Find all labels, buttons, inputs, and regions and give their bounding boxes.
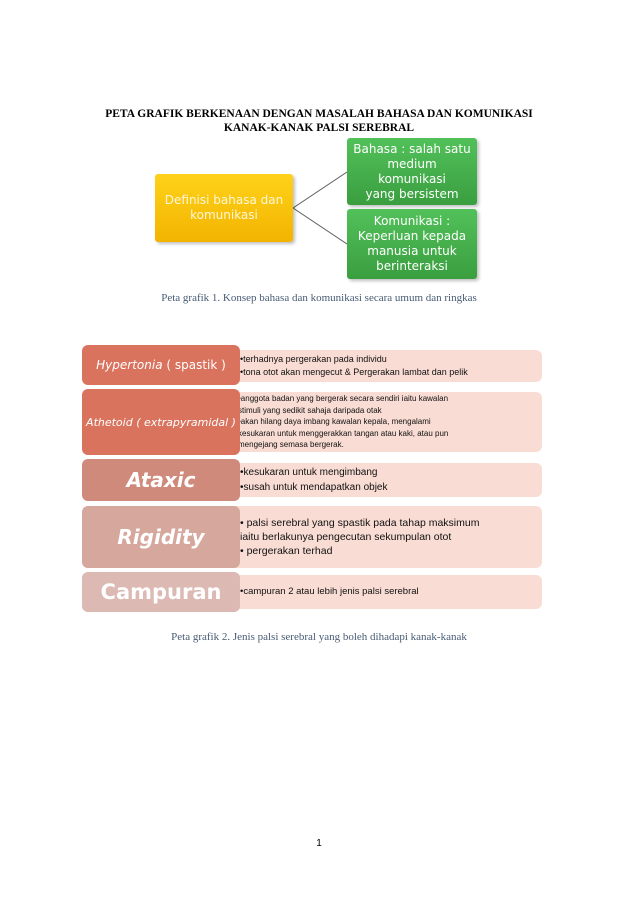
desc-item: •campuran 2 atau lebih jenis palsi sereb… — [240, 586, 419, 597]
row-athetoid: Athetoid ( extrapyramidal ) •anggota bad… — [82, 389, 542, 455]
desc-item: mengejang semasa bergerak. — [238, 440, 344, 450]
row-label: Campuran — [82, 572, 240, 612]
label-rest: ( spastik ) — [162, 358, 226, 372]
label-italic: Rigidity — [117, 525, 205, 549]
desc-item: •akan hilang daya imbang kawalan kepala,… — [238, 417, 431, 427]
desc-item: • pergerakan terhad — [240, 545, 333, 557]
root-line: komunikasi — [190, 208, 258, 222]
row-description: • palsi serebral yang spastik pada tahap… — [230, 506, 542, 568]
title-line-2: KANAK-KANAK PALSI SEREBRAL — [223, 122, 415, 134]
row-description: •campuran 2 atau lebih jenis palsi sereb… — [230, 575, 542, 609]
row-label: Ataxic — [82, 459, 240, 501]
figure2-caption: Peta grafik 2. Jenis palsi serebral yang… — [171, 631, 467, 643]
page-number: 1 — [316, 838, 322, 849]
row-label: Athetoid ( extrapyramidal ) — [82, 389, 240, 455]
row-ataxic: Ataxic •kesukaran untuk mengimbang •susa… — [82, 459, 542, 501]
row-description: •terhadnya pergerakan pada individu •ton… — [230, 350, 542, 382]
branch-box-bahasa: Bahasa : salah satu medium komunikasi ya… — [347, 138, 477, 205]
desc-item: iaitu berlakunya pengecutan sekumpulan o… — [240, 531, 452, 543]
root-box-definisi: Definisi bahasa dan komunikasi — [155, 174, 293, 242]
figure1-caption: Peta grafik 1. Konsep bahasa dan komunik… — [161, 292, 477, 304]
document-title: PETA GRAFIK BERKENAAN DENGAN MASALAH BAH… — [80, 107, 558, 135]
desc-item: •kesukaran untuk mengimbang — [240, 467, 378, 478]
label-italic: Athetoid ( extrapyramidal ) — [86, 415, 236, 429]
branch1-line: medium komunikasi — [378, 156, 446, 186]
branch2-line: Komunikasi : — [373, 214, 451, 228]
title-line-1: PETA GRAFIK BERKENAAN DENGAN MASALAH BAH… — [105, 108, 533, 120]
connector-bottom — [292, 207, 348, 245]
label-italic: Ataxic — [126, 468, 196, 492]
row-label: Hypertonia ( spastik ) — [82, 345, 240, 385]
desc-item: •tona otot akan mengecut & Pergerakan la… — [240, 367, 468, 377]
branch2-line: berinteraksi — [376, 259, 448, 273]
label-italic: Hypertonia — [96, 358, 163, 372]
desc-item: • palsi serebral yang spastik pada tahap… — [240, 517, 480, 529]
branch-box-komunikasi: Komunikasi : Keperluan kepada manusia un… — [347, 209, 477, 279]
row-description: •kesukaran untuk mengimbang •susah untuk… — [230, 463, 542, 497]
branch1-line: yang bersistem — [365, 186, 459, 201]
desc-item: •terhadnya pergerakan pada individu — [240, 354, 387, 364]
row-description: •anggota badan yang bergerak secara send… — [230, 392, 542, 452]
branch1-line: Bahasa : salah satu — [353, 141, 471, 156]
row-hypertonia: Hypertonia ( spastik ) •terhadnya perger… — [82, 345, 542, 385]
desc-item: •susah untuk mendapatkan objek — [240, 482, 388, 493]
label-rest: Campuran — [100, 580, 222, 604]
desc-item: stimuli yang sedikit sahaja daripada ota… — [238, 405, 382, 415]
branch2-line: manusia untuk — [367, 244, 457, 258]
connector-top — [292, 171, 348, 209]
row-label: Rigidity — [82, 506, 240, 568]
row-rigidity: Rigidity • palsi serebral yang spastik p… — [82, 506, 542, 568]
branch2-line: Keperluan kepada — [357, 229, 467, 243]
desc-item: •anggota badan yang bergerak secara send… — [238, 394, 449, 404]
desc-item: kesukaran untuk menggerakkan tangan atau… — [238, 428, 449, 438]
root-line: Definisi bahasa dan — [164, 193, 284, 207]
row-campuran: Campuran •campuran 2 atau lebih jenis pa… — [82, 572, 542, 612]
